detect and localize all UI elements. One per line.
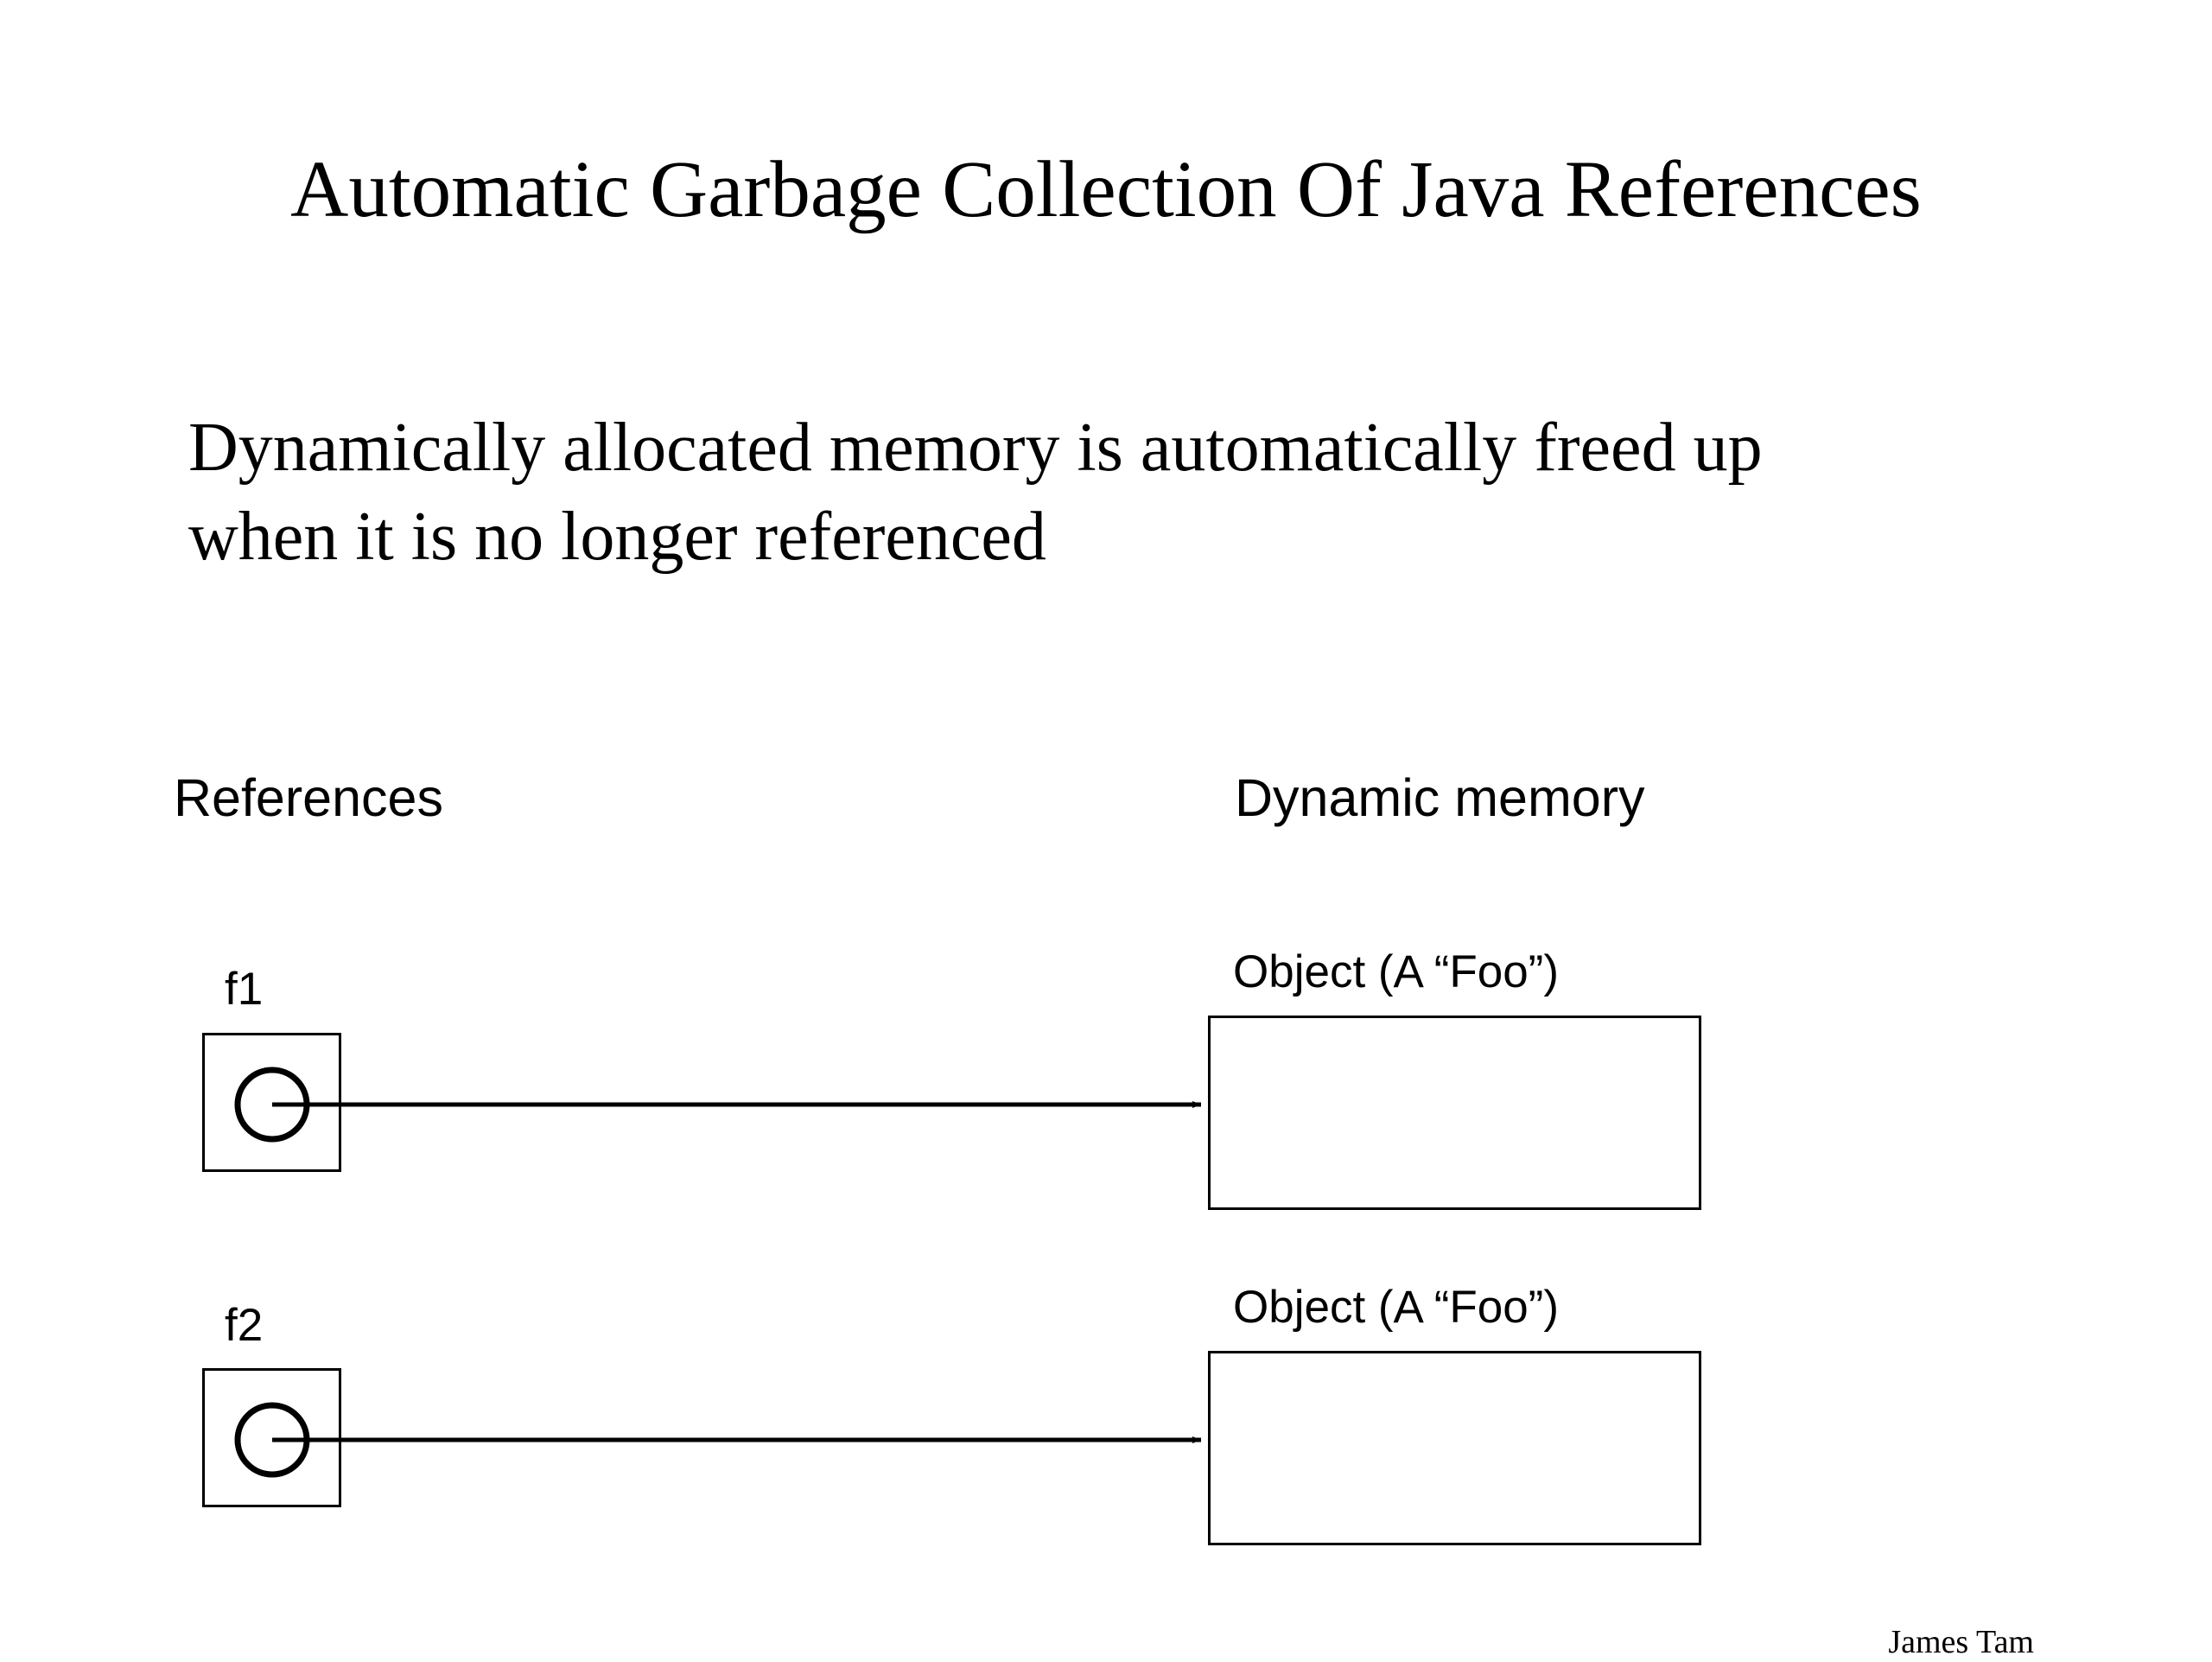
references-heading: References (174, 768, 443, 827)
object-label-1: Object (A “Foo”) (1233, 946, 1559, 997)
pointer-f2 (234, 1402, 1201, 1478)
body-line-1: Dynamically allocated memory is automati… (188, 410, 1763, 486)
reference-label-f2: f2 (225, 1300, 264, 1351)
object-label-2: Object (A “Foo”) (1233, 1282, 1559, 1333)
body-line-2: when it is no longer referenced (188, 499, 1046, 575)
pointer-f1 (234, 1067, 1201, 1143)
object-box-2 (1208, 1351, 1701, 1545)
footer-author: James Tam (1888, 1624, 2034, 1660)
slide-title: Automatic Garbage Collection Of Java Ref… (290, 145, 1922, 234)
reference-label-f1: f1 (225, 964, 264, 1015)
object-box-1 (1208, 1016, 1701, 1210)
dynamic-memory-heading: Dynamic memory (1235, 768, 1645, 827)
body-text: Dynamically allocated memory is automati… (188, 404, 2089, 582)
